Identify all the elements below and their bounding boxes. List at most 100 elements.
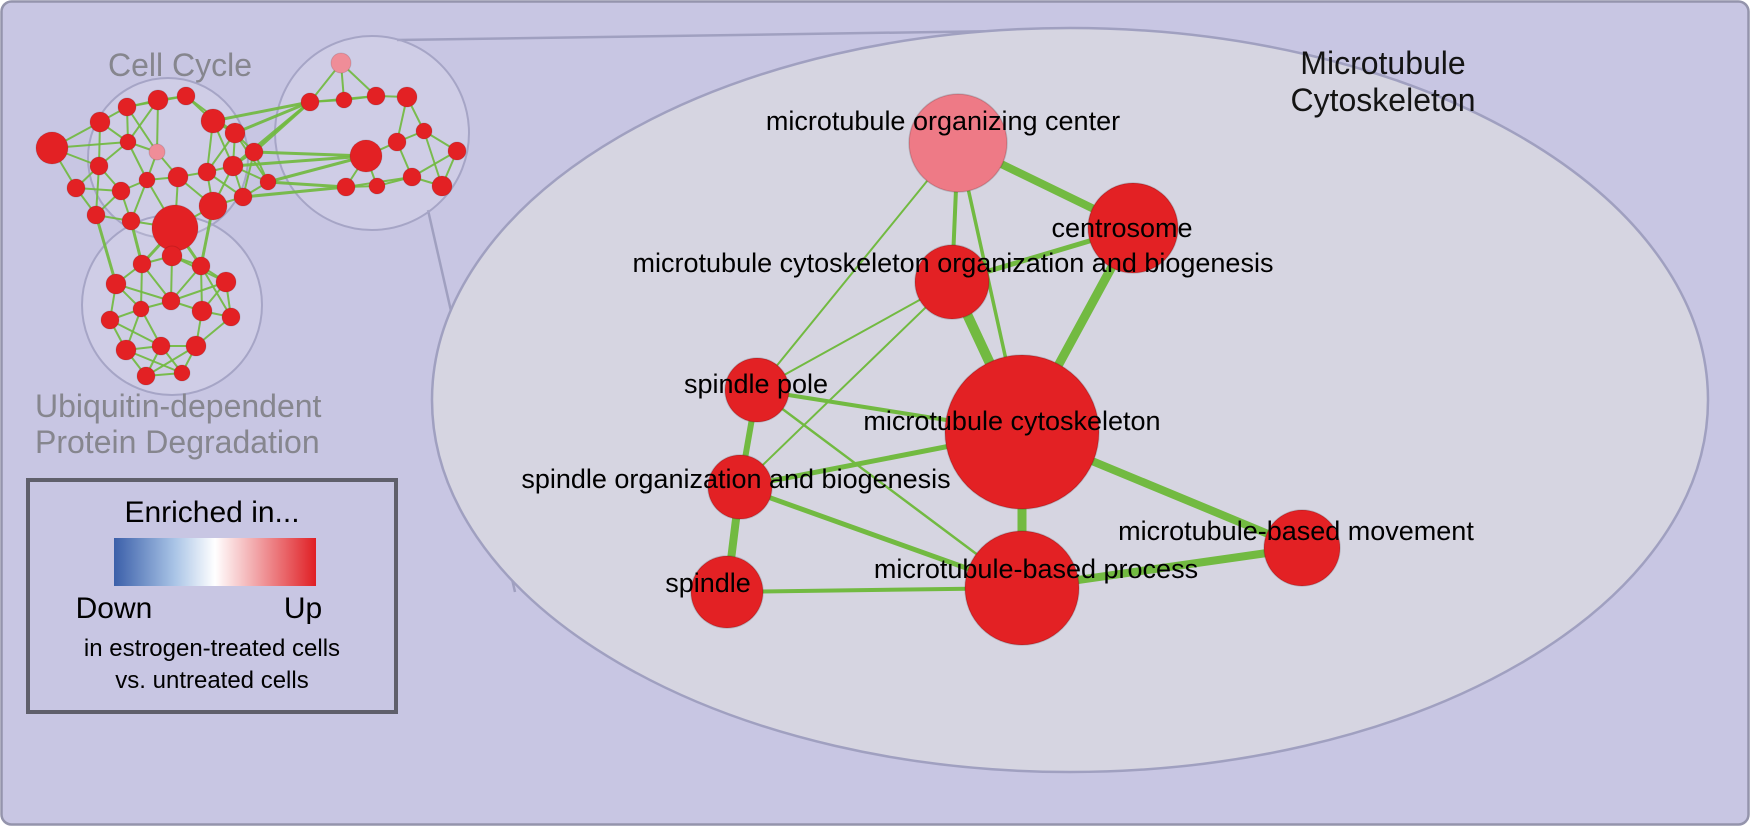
legend-caption-1: in estrogen-treated cells [84, 635, 340, 662]
overview-node [222, 155, 244, 177]
overview-node [148, 143, 166, 161]
overview-node [198, 191, 228, 221]
overview-node [330, 52, 352, 74]
overview-node [161, 245, 183, 267]
legend-gradient-bar [114, 538, 316, 586]
overview-bridge-edge [242, 185, 347, 199]
node-label-sp: spindle pole [684, 369, 828, 399]
overview-edge [200, 265, 232, 318]
overview-node [300, 92, 320, 112]
overview-node [89, 156, 109, 176]
overview-edge [125, 349, 183, 374]
cluster-label-cell-cycle: Cell Cycle [108, 47, 252, 83]
node-moc [908, 93, 1008, 193]
overview-bridge-edge [232, 154, 367, 168]
overview-node [396, 86, 418, 108]
node-label-spn: spindle [665, 568, 751, 598]
edge-mcob-sp [756, 281, 953, 391]
cluster-label-ubiquitin-2: Protein Degradation [35, 424, 320, 460]
overview-node [89, 111, 111, 133]
detail-title-cytoskeleton: Cytoskeleton [1291, 82, 1476, 118]
detail-network: microtubule organizing center centrosome m… [521, 93, 1474, 646]
node-label-mc: microtubule cytoskeleton [863, 406, 1160, 436]
overview-node [111, 181, 131, 201]
overview-node [100, 310, 120, 330]
overview-node [197, 162, 217, 182]
node-spn [690, 555, 764, 629]
node-label-moc: microtubule organizing center [766, 106, 1120, 136]
overview-node [119, 133, 137, 151]
overview-bridge-edge [253, 100, 311, 154]
overview-node [66, 178, 86, 198]
overview-node [431, 175, 453, 197]
detail-title-microtubule: Microtubule [1300, 45, 1465, 81]
node-mc [944, 354, 1100, 510]
overview-node [366, 86, 386, 106]
node-label-mcob: microtubule cytoskeleton organization an… [633, 248, 1274, 278]
overview-node [173, 364, 191, 382]
overview-node [147, 89, 169, 111]
node-label-mbm: microtubule-based movement [1118, 516, 1474, 546]
edge-mcob-sob [739, 281, 953, 488]
overview-node [336, 177, 356, 197]
overview-node [35, 131, 69, 165]
overview-node [402, 167, 422, 187]
edge-moc-sp [756, 142, 959, 391]
overview-node [387, 132, 407, 152]
node-mbp [964, 530, 1080, 646]
overview-edge [109, 319, 162, 347]
overview-node [259, 173, 277, 191]
cluster-circle-1 [274, 35, 470, 231]
overview-bridge-edge [234, 100, 311, 135]
overview-node [335, 91, 353, 109]
overview-node [132, 300, 150, 318]
legend-title: Enriched in... [124, 496, 299, 529]
overview-node [200, 108, 226, 134]
overview-bridge-edge [267, 154, 367, 184]
overview-node [121, 211, 141, 231]
node-mbm [1263, 509, 1341, 587]
overview-node [86, 205, 106, 225]
overview-node [185, 335, 207, 357]
node-mcob [914, 244, 990, 320]
overview-bridge-edge [94, 214, 118, 285]
overview-node [176, 86, 196, 106]
overview-network [35, 35, 470, 396]
overview-node [368, 177, 386, 195]
overview-node [151, 336, 171, 356]
magnifier-line [396, 29, 1004, 42]
overview-node [244, 142, 264, 162]
overview-node [224, 122, 246, 144]
legend-up-label: Up [284, 592, 322, 625]
overview-node [105, 273, 127, 295]
overview-node [132, 254, 152, 274]
detail-nodes [690, 93, 1341, 646]
overview-edge [126, 106, 158, 153]
overview-node [161, 291, 181, 311]
overview-node [138, 171, 156, 189]
overview-node [221, 307, 241, 327]
node-cen [1087, 182, 1179, 274]
overview-node [233, 187, 253, 207]
overview-node [117, 97, 137, 117]
overview-node [167, 166, 189, 188]
node-sp [724, 357, 790, 423]
node-label-cen: centrosome [1051, 213, 1192, 243]
node-sob [707, 454, 773, 520]
detail-labels: microtubule organizing center centrosome m… [521, 106, 1474, 598]
overview-bridge-edge [267, 180, 347, 189]
overview-node [191, 300, 213, 322]
legend-caption-2: vs. untreated cells [115, 667, 308, 694]
node-label-sob: spindle organization and biogenesis [521, 464, 950, 494]
overview-bridge-edge [253, 150, 367, 158]
overview-node [215, 271, 237, 293]
overview-nodes [35, 52, 467, 386]
cluster-label-ubiquitin-1: Ubiquitin-dependent [35, 388, 322, 424]
overview-node [151, 204, 199, 252]
overview-node [191, 256, 211, 276]
overview-node [447, 141, 467, 161]
overview-node [136, 366, 156, 386]
